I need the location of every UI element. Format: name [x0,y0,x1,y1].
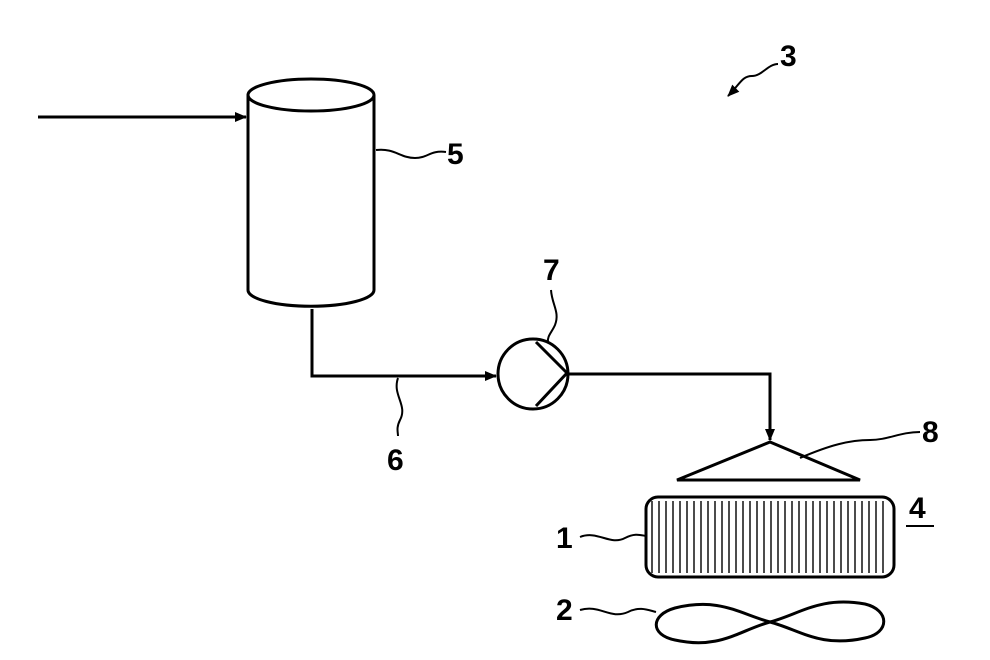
label-exchanger: 1 [556,522,573,555]
exchanger-fins [652,501,883,573]
leader-5 [376,150,446,158]
label-module: 4 [909,492,926,525]
supply-line [568,374,770,440]
leader-7 [548,290,557,342]
leader-3-arrow [728,64,778,96]
label-line: 6 [387,444,404,477]
label-distributor: 8 [922,416,939,449]
pump [498,339,568,409]
heat-exchanger [646,497,894,577]
label-pump: 7 [543,254,560,287]
tank [248,79,374,306]
fan [656,602,884,643]
distributor [677,442,860,480]
leader-6 [397,378,403,436]
label-tank: 5 [447,138,464,171]
leader-1 [580,535,646,541]
label-fan: 2 [556,594,573,627]
label-system: 3 [780,40,797,73]
leader-8 [800,432,920,458]
feed-line [312,309,496,376]
leader-2 [580,609,656,615]
